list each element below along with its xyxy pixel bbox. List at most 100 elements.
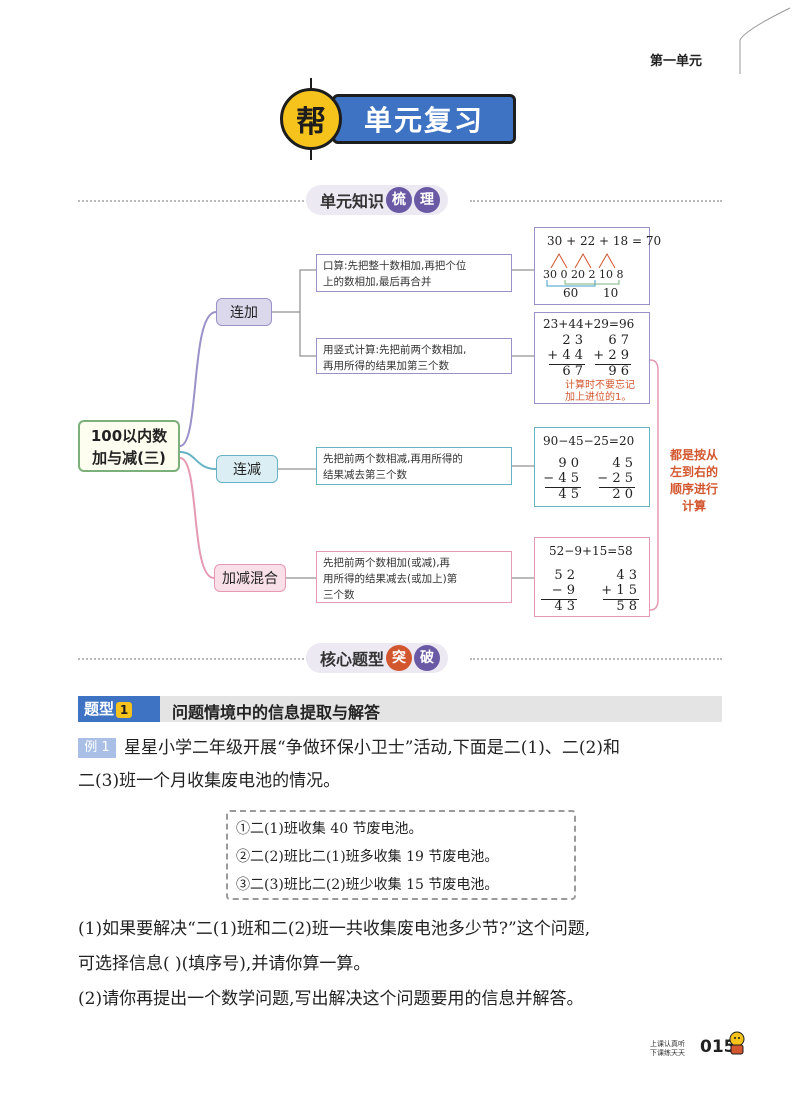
- badge-tick-top: [310, 78, 312, 90]
- title-text: 单元复习: [332, 94, 516, 144]
- desc-mix-line1: 先把前两个数相加(或减),再: [323, 557, 451, 569]
- info-item-3: ③二(3)班比二(2)班少收集 15 节废电池。: [236, 877, 499, 893]
- branch-sub: 连减: [216, 455, 278, 483]
- mascot-icon: [729, 1031, 745, 1055]
- add-b2: + 2 9: [593, 348, 629, 363]
- add-b1: 6 7: [608, 333, 629, 348]
- desc-add-vertical-line1: 用竖式计算:先把前两个数相加,: [323, 344, 467, 356]
- oral-equation: 30 + 22 + 18 = 70: [547, 234, 662, 248]
- side-note-line1: 都是按从: [669, 448, 718, 462]
- example-oral: 30 + 22 + 18 = 70 30 0 20 2 10 8 60 10: [534, 227, 661, 305]
- info-box: ①二(1)班收集 40 节废电池。 ②二(2)班比二(1)班多收集 19 节废电…: [226, 810, 576, 900]
- footer-slogan: 上课认真听 下课练天天: [650, 1040, 696, 1058]
- desc-mix-line2: 用所得的结果减去(或加上)第: [323, 573, 458, 585]
- oral-group-lines: [546, 280, 620, 287]
- divider-right: [470, 200, 722, 202]
- sub-b2: − 2 5: [597, 471, 633, 486]
- oral-sum1: 60: [563, 286, 579, 300]
- problem-type-title: 问题情境中的信息提取与解答: [172, 703, 381, 722]
- footer-slogan-line1: 上课认真听: [650, 1040, 685, 1048]
- question-2: (2)请你再提出一个数学问题,写出解决这个问题要用的信息并解答。: [78, 989, 584, 1009]
- desc-mix: 先把前两个数相加(或减),再 用所得的结果减去(或加上)第 三个数: [316, 551, 512, 603]
- sub-a2: − 4 5: [543, 471, 579, 486]
- sub-b1: 4 5: [612, 456, 633, 471]
- info-item-1: ①二(1)班收集 40 节废电池。: [236, 821, 423, 837]
- oral-split-arrows: [550, 252, 616, 269]
- section-core-accent2: 破: [414, 645, 441, 671]
- question-1-line2: 可选择信息( )(填序号),并请你算一算。: [78, 954, 371, 974]
- add-note-line1: 计算时不要忘记: [565, 380, 635, 391]
- branch-add: 连加: [216, 298, 272, 326]
- info-item-2: ②二(2)班比二(1)班多收集 19 节废电池。: [236, 849, 499, 865]
- badge-tick-bottom: [310, 148, 312, 160]
- sub-a3: 4 5: [558, 487, 579, 502]
- add-a3: 6 7: [562, 364, 583, 379]
- section-knowledge-accent2: 理: [414, 187, 441, 213]
- divider-right-2: [470, 658, 722, 660]
- mix-a-rule: [541, 599, 577, 600]
- mix-a2: − 9: [551, 583, 575, 598]
- oral-split: 30 0 20 2 10 8: [543, 268, 624, 281]
- example-line2: 二(3)班一个月收集废电池的情况。: [78, 771, 341, 791]
- side-note-line3: 顺序进行: [669, 482, 718, 496]
- add-a1: 2 3: [562, 333, 583, 348]
- problem-type-bar: [78, 696, 722, 722]
- sub-equation: 90−45−25=20: [543, 434, 635, 448]
- sub-b3: 2 0: [612, 487, 633, 502]
- side-note: 都是按从 左到右的 顺序进行 计算: [664, 447, 724, 515]
- sub-a-rule: [545, 487, 581, 488]
- add-b3: 9 6: [608, 364, 629, 379]
- add-equation: 23+44+29=96: [543, 317, 635, 331]
- example-add-vertical: 23+44+29=96 2 3 + 4 4 6 7 6 7 + 2 9 9 6 …: [534, 312, 650, 404]
- section-core-title: 核心题型: [320, 650, 385, 669]
- desc-sub-line2: 结果减去第三个数: [323, 469, 407, 481]
- footer-slogan-line2: 下课练天天: [650, 1049, 685, 1057]
- problem-type-number: 1: [116, 702, 133, 718]
- page-number: 015: [700, 1037, 736, 1057]
- sub-a1: 9 0: [558, 456, 579, 471]
- add-a2: + 4 4: [547, 348, 583, 363]
- mix-equation: 52−9+15=58: [549, 544, 633, 558]
- desc-sub-line1: 先把前两个数相减,再用所得的: [323, 453, 463, 465]
- title-banner: 单元复习 帮: [280, 78, 520, 160]
- side-note-line2: 左到右的: [669, 465, 718, 479]
- problem-type-label: 题型: [84, 700, 115, 718]
- mindmap-connectors: [179, 269, 659, 611]
- desc-add-oral-line1: 口算:先把整十数相加,再把个位: [323, 260, 467, 272]
- branch-mix: 加减混合: [214, 564, 286, 592]
- unit-label: 第一单元: [650, 54, 703, 69]
- desc-add-vertical-line2: 再用所得的结果加第三个数: [323, 360, 449, 372]
- section-core-header: 核心题型 突 破: [306, 643, 449, 673]
- example-line1: 星星小学二年级开展“争做环保小卫士”活动,下面是二(1)、二(2)和: [124, 738, 620, 758]
- root-line2: 加与减(三): [92, 449, 166, 467]
- sub-b-rule: [599, 487, 635, 488]
- section-knowledge-title: 单元知识: [320, 192, 385, 211]
- add-b-rule: [595, 364, 631, 365]
- divider-left-2: [78, 658, 308, 660]
- question-1-line1: (1)如果要解决“二(1)班和二(2)班一共收集废电池多少节?”这个问题,: [78, 919, 591, 939]
- mindmap-root: 100以内数 加与减(三): [78, 420, 180, 472]
- desc-add-vertical: 用竖式计算:先把前两个数相加, 再用所得的结果加第三个数: [316, 338, 512, 374]
- example-sub: 90−45−25=20 9 0 − 4 5 4 5 4 5 − 2 5 2 0: [534, 427, 650, 507]
- oral-sum2: 10: [603, 286, 619, 300]
- mix-a3: 4 3: [554, 599, 575, 614]
- desc-add-oral: 口算:先把整十数相加,再把个位 上的数相加,最后再合并: [316, 254, 512, 292]
- mix-b-rule: [603, 599, 639, 600]
- section-knowledge-header: 单元知识 梳 理: [306, 185, 449, 215]
- section-core-accent1: 突: [386, 645, 413, 671]
- mix-b1: 4 3: [616, 568, 637, 583]
- example-tag: 例 1: [78, 738, 116, 758]
- add-a-rule: [549, 364, 585, 365]
- section-knowledge-accent1: 梳: [386, 187, 413, 213]
- mix-a1: 5 2: [554, 568, 575, 583]
- root-line1: 100以内数: [90, 427, 168, 445]
- mix-b2: + 1 5: [601, 583, 637, 598]
- example-mix: 52−9+15=58 5 2 − 9 4 3 4 3 + 1 5 5 8: [534, 537, 650, 617]
- divider-left: [78, 200, 308, 202]
- mix-b3: 5 8: [616, 599, 637, 614]
- desc-add-oral-line2: 上的数相加,最后再合并: [323, 276, 432, 288]
- desc-mix-line3: 三个数: [323, 589, 355, 601]
- side-note-line4: 计算: [681, 499, 706, 513]
- add-note-line2: 加上进位的1。: [565, 392, 632, 403]
